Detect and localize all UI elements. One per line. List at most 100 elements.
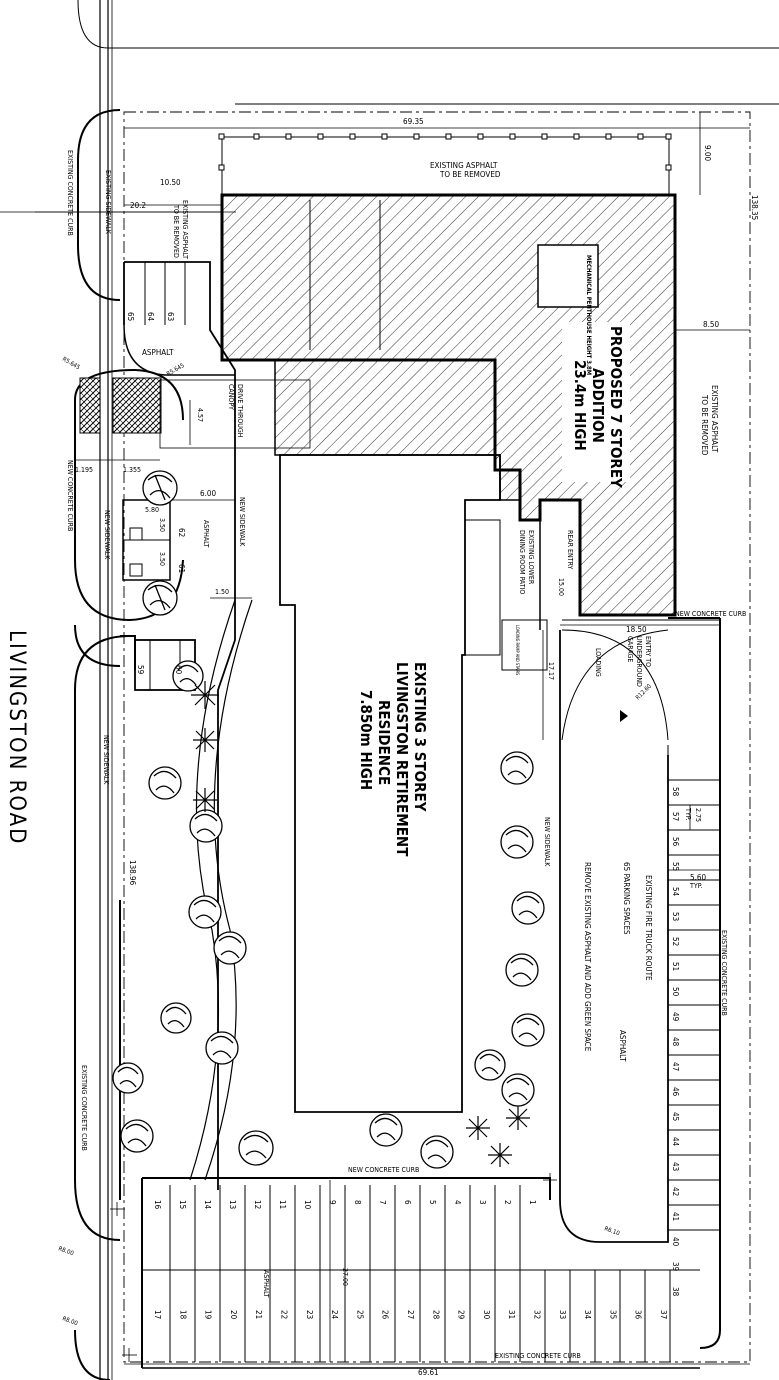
tree-icon — [172, 660, 204, 692]
existing-curb-bottom: EXISTING CONCRETE CURB — [495, 1352, 581, 1360]
drive-through-2: CANOPY — [227, 384, 235, 410]
tree-icon — [160, 1002, 192, 1034]
stall-number: 61 — [177, 564, 186, 573]
stall-number: 34 — [583, 1310, 592, 1320]
stall-numbers: 5857565554535251504948474645444342414039… — [126, 312, 680, 1320]
loading-ramp: LOADING RAMP AND STAIRS — [515, 625, 520, 676]
right-stall-lines — [668, 779, 720, 1231]
tree-icon — [142, 580, 178, 616]
stall-number: 52 — [671, 937, 680, 946]
green-space: REMOVE EXISTING ASPHALT AND ADD GREEN SP… — [583, 862, 592, 1052]
stall-number: 47 — [671, 1062, 680, 1071]
tree-icon — [120, 1119, 154, 1153]
trees — [112, 470, 545, 1169]
stall-number: 8 — [353, 1200, 362, 1205]
stall-number: 5 — [428, 1200, 437, 1205]
property-line — [123, 111, 751, 1363]
stall-number: 36 — [634, 1310, 643, 1320]
patio-1: EXISTING LOWER — [527, 530, 535, 585]
stall-number: 2 — [503, 1200, 512, 1205]
dim-3-50-b: 3.50 — [158, 552, 166, 566]
existing-building — [279, 454, 548, 1113]
garage-2: UNDERGROUND — [635, 636, 643, 687]
asphalt-label-4: ASPHALT — [262, 1270, 270, 1298]
labels: LIVINGSTON ROAD PROPOSED 7 STOREY ADDITI… — [4, 150, 746, 1360]
stall-number: 57 — [671, 812, 680, 821]
r-8-00-a: R8.00 — [57, 1245, 75, 1257]
shrub-icon — [506, 1106, 530, 1130]
stall-number: 30 — [482, 1310, 491, 1320]
tree-icon — [189, 809, 223, 843]
dim-9-00: 9.00 — [703, 145, 712, 161]
shrub-icon — [191, 681, 219, 709]
new-sidewalk-1: NEW SIDEWALK — [103, 510, 111, 560]
new-curb-right: NEW CONCRETE CURB — [675, 610, 746, 618]
stall-number: 23 — [305, 1310, 314, 1319]
r-5-645-a: R5.645 — [61, 356, 81, 372]
bottom-stall-lines — [169, 1185, 671, 1362]
garage-1: ENTRY TO — [644, 636, 652, 667]
shrub-icon — [193, 728, 217, 752]
tree-icon — [148, 766, 182, 800]
stall-number: 24 — [330, 1310, 339, 1320]
right-parking — [559, 617, 721, 1349]
dim-1-195: 1.195 — [75, 466, 93, 474]
asphalt-removed-top-2: TO BE REMOVED — [439, 170, 501, 179]
tree-icon — [205, 1031, 239, 1065]
stall-number: 53 — [671, 912, 680, 921]
stall-number: 18 — [178, 1310, 187, 1320]
stall-number: 43 — [671, 1162, 680, 1171]
existing-curb-right: EXISTING CONCRETE CURB — [720, 930, 728, 1016]
stall-number: 45 — [671, 1112, 680, 1121]
new-sidewalk-4: NEW SIDEWALK — [543, 817, 551, 867]
dim-1-355: 1.355 — [123, 466, 141, 474]
asphalt-removed-right-2: TO BE REMOVED — [700, 394, 709, 456]
stall-number: 54 — [671, 887, 680, 897]
dimension-labels: 69.35 9.00 138.35 8.50 10.50 20.2 R5.645… — [57, 117, 759, 1377]
dim-2-75: 2.75 — [694, 808, 702, 822]
tree-icon — [238, 1130, 274, 1166]
tree-icon — [511, 1013, 545, 1047]
existing-line4: 7.850m HIGH — [357, 690, 375, 790]
shrub-icon — [466, 1116, 490, 1140]
stall-number: 26 — [381, 1310, 390, 1320]
mechanical-label: MECHANICAL PENTHOUSE HEIGHT 3.8M — [585, 255, 592, 375]
shrub-icon — [193, 788, 217, 812]
tree-icon — [420, 1135, 454, 1169]
shrub-icon — [488, 1143, 512, 1167]
existing-curb-bottom-left: EXISTING CONCRETE CURB — [80, 1065, 88, 1151]
new-curb-bottom: NEW CONCRETE CURB — [348, 1166, 419, 1174]
dim-5-60: 5.60 — [690, 873, 706, 882]
fire-route: EXISTING FIRE TRUCK ROUTE — [644, 875, 653, 981]
asphalt-removed-top-1: EXISTING ASPHALT — [430, 161, 498, 170]
stall-number: 49 — [671, 1012, 680, 1022]
dimension-lines — [35, 112, 750, 1365]
stall-number: 20 — [229, 1310, 238, 1320]
tree-icon — [142, 470, 178, 506]
stall-number: 1 — [528, 1200, 537, 1205]
stall-number: 48 — [671, 1037, 680, 1047]
stall-number: 46 — [671, 1087, 680, 1097]
stall-number: 32 — [533, 1310, 542, 1319]
stall-number: 21 — [254, 1310, 263, 1319]
typ-1: TYP. — [684, 807, 692, 820]
stall-number: 50 — [671, 987, 680, 997]
proposed-line2: ADDITION — [589, 368, 607, 443]
stall-number: 62 — [177, 528, 186, 537]
bottom-parking — [110, 1173, 700, 1369]
asphalt-label-1: ASPHALT — [142, 348, 174, 357]
asphalt-removed-left-2: TO BE REMOVED — [172, 204, 180, 258]
shrubs — [191, 681, 530, 1167]
stall-number: 42 — [671, 1187, 680, 1196]
stall-number: 3 — [478, 1200, 487, 1205]
stall-number: 11 — [278, 1200, 287, 1209]
left-drive — [79, 261, 311, 1190]
stall-number: 37 — [659, 1310, 668, 1319]
typ-2: TYP. — [689, 882, 702, 890]
tree-icon — [369, 1113, 403, 1147]
drive-through-1: DRIVE THROUGH — [236, 384, 244, 438]
patio-2: DINING ROOM PATIO — [518, 530, 526, 594]
stall-number: 35 — [608, 1310, 617, 1319]
dim-138-96: 138.96 — [128, 860, 137, 886]
